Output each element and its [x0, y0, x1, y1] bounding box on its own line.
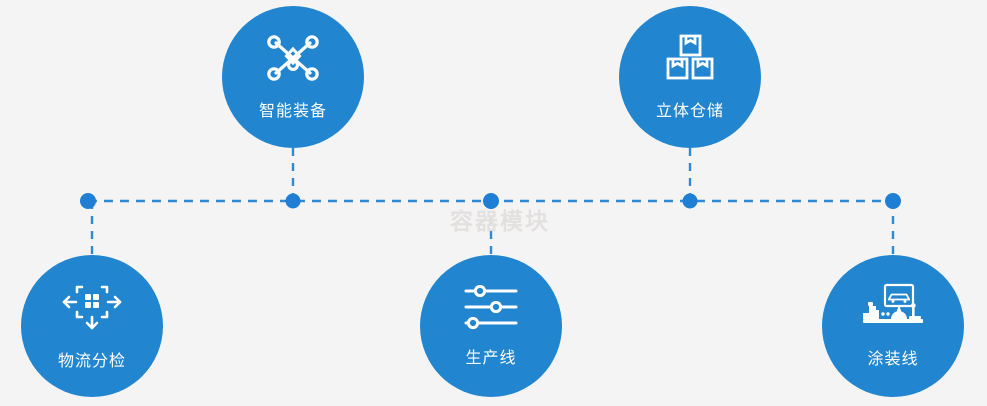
node-painting-line[interactable]: 涂装线	[822, 255, 964, 397]
junction-dot-3	[483, 193, 499, 209]
network-nodes-icon	[264, 33, 322, 83]
junction-dot-1	[80, 193, 96, 209]
distribution-arrows-icon	[60, 281, 124, 333]
node-label-production-line: 生产线	[465, 348, 517, 367]
junction-dot-4	[682, 193, 698, 209]
node-logistics-sorting[interactable]: 物流分检	[21, 255, 163, 397]
junction-dot-2	[285, 193, 301, 209]
node-label-intelligent-equipment: 智能装备	[258, 101, 327, 120]
node-stereoscopic-warehouse[interactable]: 立体仓储	[619, 6, 761, 148]
paint-booth-icon	[859, 283, 927, 331]
node-production-line[interactable]: 生产线	[420, 255, 562, 397]
stacked-boxes-icon	[662, 33, 718, 83]
node-intelligent-equipment[interactable]: 智能装备	[222, 6, 364, 148]
junction-dot-5	[885, 193, 901, 209]
node-label-stereoscopic-warehouse: 立体仓储	[655, 101, 724, 120]
node-label-painting-line: 涂装线	[867, 349, 919, 368]
sliders-icon	[463, 284, 519, 330]
node-label-logistics-sorting: 物流分检	[57, 351, 126, 370]
